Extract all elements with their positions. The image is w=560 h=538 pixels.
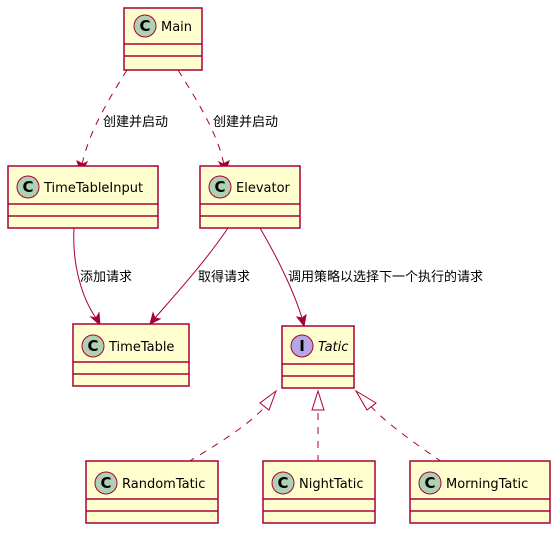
svg-text:C: C [139,17,150,35]
svg-text:C: C [22,178,33,196]
class-circle-icon [418,471,442,495]
class-timetable[interactable]: C TimeTable [72,323,190,387]
edge-label-timetableinput-timetable: 添加请求 [80,270,132,285]
class-circle-icon [271,471,295,495]
interface-circle-icon [290,334,314,358]
class-circle-icon [81,334,105,358]
edge-timetableinput-timetable: 添加请求 [73,227,132,327]
interface-name: Tatic [318,340,348,355]
class-name: MorningTatic [446,477,528,492]
class-elevator[interactable]: C Elevator [199,165,301,229]
svg-text:C: C [100,474,111,492]
edge-nighttatic-tatic [311,389,325,462]
class-nighttatic[interactable]: C NightTatic [262,460,376,524]
svg-text:C: C [214,178,225,196]
class-name: TimeTableInput [43,181,143,196]
class-circle-icon [94,471,118,495]
class-timetableinput[interactable]: C TimeTableInput [7,165,159,229]
class-morningtatic[interactable]: C MorningTatic [409,460,551,524]
class-randomtatic[interactable]: C RandomTatic [85,460,219,524]
edge-label-main-timetableinput: 创建并启动 [103,115,168,130]
svg-text:C: C [87,337,98,355]
edge-main-timetableinput: 创建并启动 [76,69,168,175]
class-circle-icon [208,175,232,199]
svg-text:I: I [299,337,305,355]
interface-tatic[interactable]: I Tatic [281,325,355,389]
class-name: Elevator [236,181,291,196]
edge-elevator-tatic: 调用策略以选择下一个执行的请求 [259,227,483,328]
class-name: RandomTatic [122,477,205,492]
edge-main-elevator: 创建并启动 [177,69,278,175]
svg-text:C: C [424,474,435,492]
edge-randomtatic-tatic [187,389,278,463]
edge-morningtatic-tatic [354,389,443,463]
class-main[interactable]: C Main [123,7,203,71]
edge-label-elevator-timetable: 取得请求 [198,269,250,285]
class-name: Main [161,20,192,35]
class-circle-icon [16,175,40,199]
edge-label-elevator-tatic: 调用策略以选择下一个执行的请求 [288,269,483,285]
class-name: TimeTable [108,340,174,355]
edge-label-main-elevator: 创建并启动 [213,115,278,130]
class-circle-icon [133,14,157,38]
svg-text:C: C [277,474,288,492]
class-name: NightTatic [299,477,364,492]
edge-elevator-timetable: 取得请求 [149,227,250,325]
